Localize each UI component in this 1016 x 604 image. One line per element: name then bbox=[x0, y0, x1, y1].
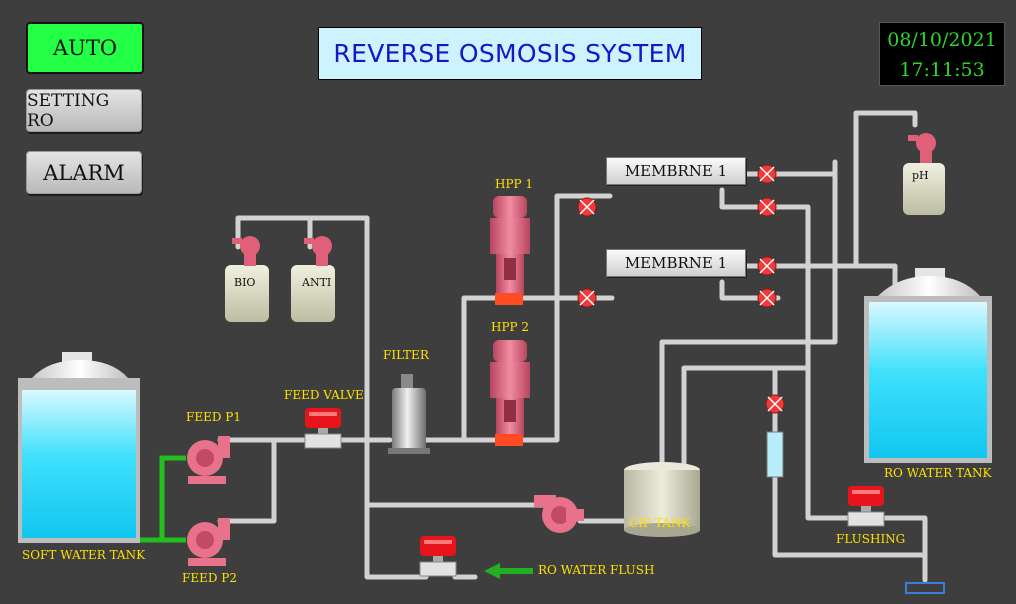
membrane-1-lower[interactable]: MEMBRNE 1 bbox=[606, 249, 746, 277]
ro-water-tank-label: RO WATER TANK bbox=[884, 466, 992, 480]
pipe-network bbox=[217, 110, 928, 583]
cip-tank-label: CIP TANK bbox=[629, 516, 691, 530]
cip-pump bbox=[534, 495, 584, 533]
anti-tank bbox=[291, 265, 335, 322]
page-title: REVERSE OSMOSIS SYSTEM bbox=[318, 27, 702, 80]
dosing-pump-ph bbox=[908, 133, 936, 163]
feed-p2-pump bbox=[187, 518, 230, 566]
ro-flush-valve-actuator bbox=[419, 536, 457, 577]
drain-outlet bbox=[905, 582, 945, 594]
feed-valve-label: FEED VALVE bbox=[284, 388, 364, 402]
hpp-2-pump bbox=[490, 340, 530, 446]
alarm-button[interactable]: ALARM bbox=[26, 151, 142, 194]
membrane-1-upper[interactable]: MEMBRNE 1 bbox=[606, 157, 746, 185]
ph-tank-label: pH bbox=[912, 169, 929, 182]
flow-meter bbox=[766, 431, 784, 478]
hpp-2-label: HPP 2 bbox=[491, 320, 530, 334]
feed-p1-label: FEED P1 bbox=[186, 410, 241, 424]
bio-tank bbox=[225, 265, 269, 322]
flushing-valve-actuator bbox=[847, 486, 885, 527]
cip-tank bbox=[624, 462, 700, 537]
setting-ro-button[interactable]: SETTING RO bbox=[26, 89, 142, 132]
date-readout: 08/10/2021 bbox=[887, 29, 997, 51]
time-readout: 17:11:53 bbox=[899, 59, 985, 81]
hpp-1-label: HPP 1 bbox=[495, 177, 534, 191]
filter-vessel bbox=[388, 374, 430, 454]
feed-pipe-green bbox=[140, 455, 186, 543]
filter-label: FILTER bbox=[383, 348, 429, 362]
ph-tank bbox=[903, 163, 945, 215]
feed-p1-pump bbox=[187, 436, 230, 484]
feed-valve-actuator bbox=[304, 408, 342, 449]
ro-water-tank bbox=[864, 268, 992, 463]
feed-p2-label: FEED P2 bbox=[182, 571, 237, 585]
ro-water-flush-label: RO WATER FLUSH bbox=[538, 563, 655, 577]
soft-water-tank-label: SOFT WATER TANK bbox=[22, 548, 146, 562]
membrane-valves bbox=[577, 164, 785, 414]
auto-mode-button[interactable]: AUTO bbox=[26, 22, 144, 74]
flush-arrow-icon bbox=[484, 563, 533, 579]
dosing-pump-bio bbox=[232, 236, 260, 266]
anti-tank-label: ANTI bbox=[302, 276, 332, 289]
datetime-display: 08/10/2021 17:11:53 bbox=[879, 22, 1005, 86]
hpp-1-pump bbox=[490, 196, 530, 305]
valve-crosses bbox=[579, 166, 783, 412]
dosing-pump-anti bbox=[304, 236, 332, 266]
soft-water-tank bbox=[18, 352, 140, 543]
bio-tank-label: BIO bbox=[234, 276, 256, 289]
flushing-label: FLUSHING bbox=[836, 532, 906, 546]
